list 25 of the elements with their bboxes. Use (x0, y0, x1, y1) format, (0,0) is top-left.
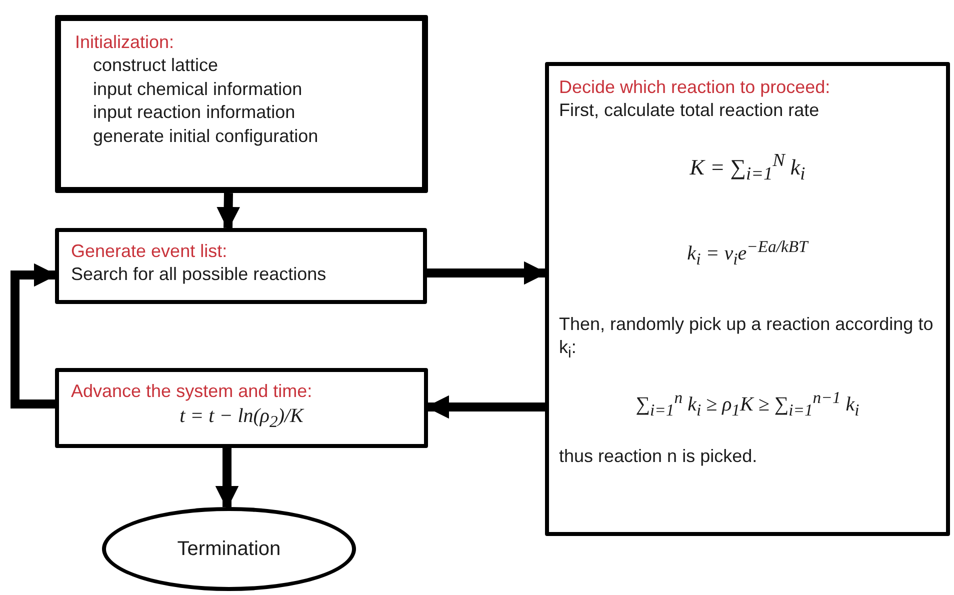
box-text: Termination (177, 537, 281, 562)
box-heading: Generate event list: (71, 240, 228, 263)
box-text: input reaction information (92, 101, 296, 124)
box-text: thus reaction n is picked. (559, 445, 758, 468)
arrow (215, 448, 239, 510)
formula: ∑$_{i=1}$$^{n}$ k$_{i}$ ≥ ρ$_{1}$K ≥ ∑$_{i=1}$$^{n−1}$ k$_{i}$ (636, 387, 860, 422)
formula: K = ∑$_{i=1}$$^{N}$ k$_{i}$ (690, 148, 806, 186)
process-box (545, 62, 950, 536)
box-text: Search for all possible reactions (71, 263, 328, 286)
box-text: generate initial configuration (92, 124, 320, 148)
box-heading: Initialization: (75, 31, 176, 54)
arrow (427, 261, 548, 285)
box-text: First, calculate total reaction rate (559, 99, 820, 122)
process-box (55, 15, 428, 193)
arrow (216, 192, 240, 230)
box-text: input chemical information (92, 78, 304, 101)
box-heading: Advance the system and time: (71, 380, 314, 403)
box-text: construct lattice (92, 54, 220, 78)
process-box (55, 368, 428, 448)
formula: t = t − ln(ρ$_{2}$)/K (180, 404, 304, 434)
process-box (55, 228, 427, 304)
formula: k$_{i}$ = v$_{i}$e$^{−Ea/kBT}$ (687, 236, 808, 271)
box-text: Then, randomly pick up a reaction according to k$_{i}$: (559, 312, 934, 364)
box-heading: Decide which reaction to proceed: (559, 76, 832, 99)
arrow (10, 263, 58, 408)
